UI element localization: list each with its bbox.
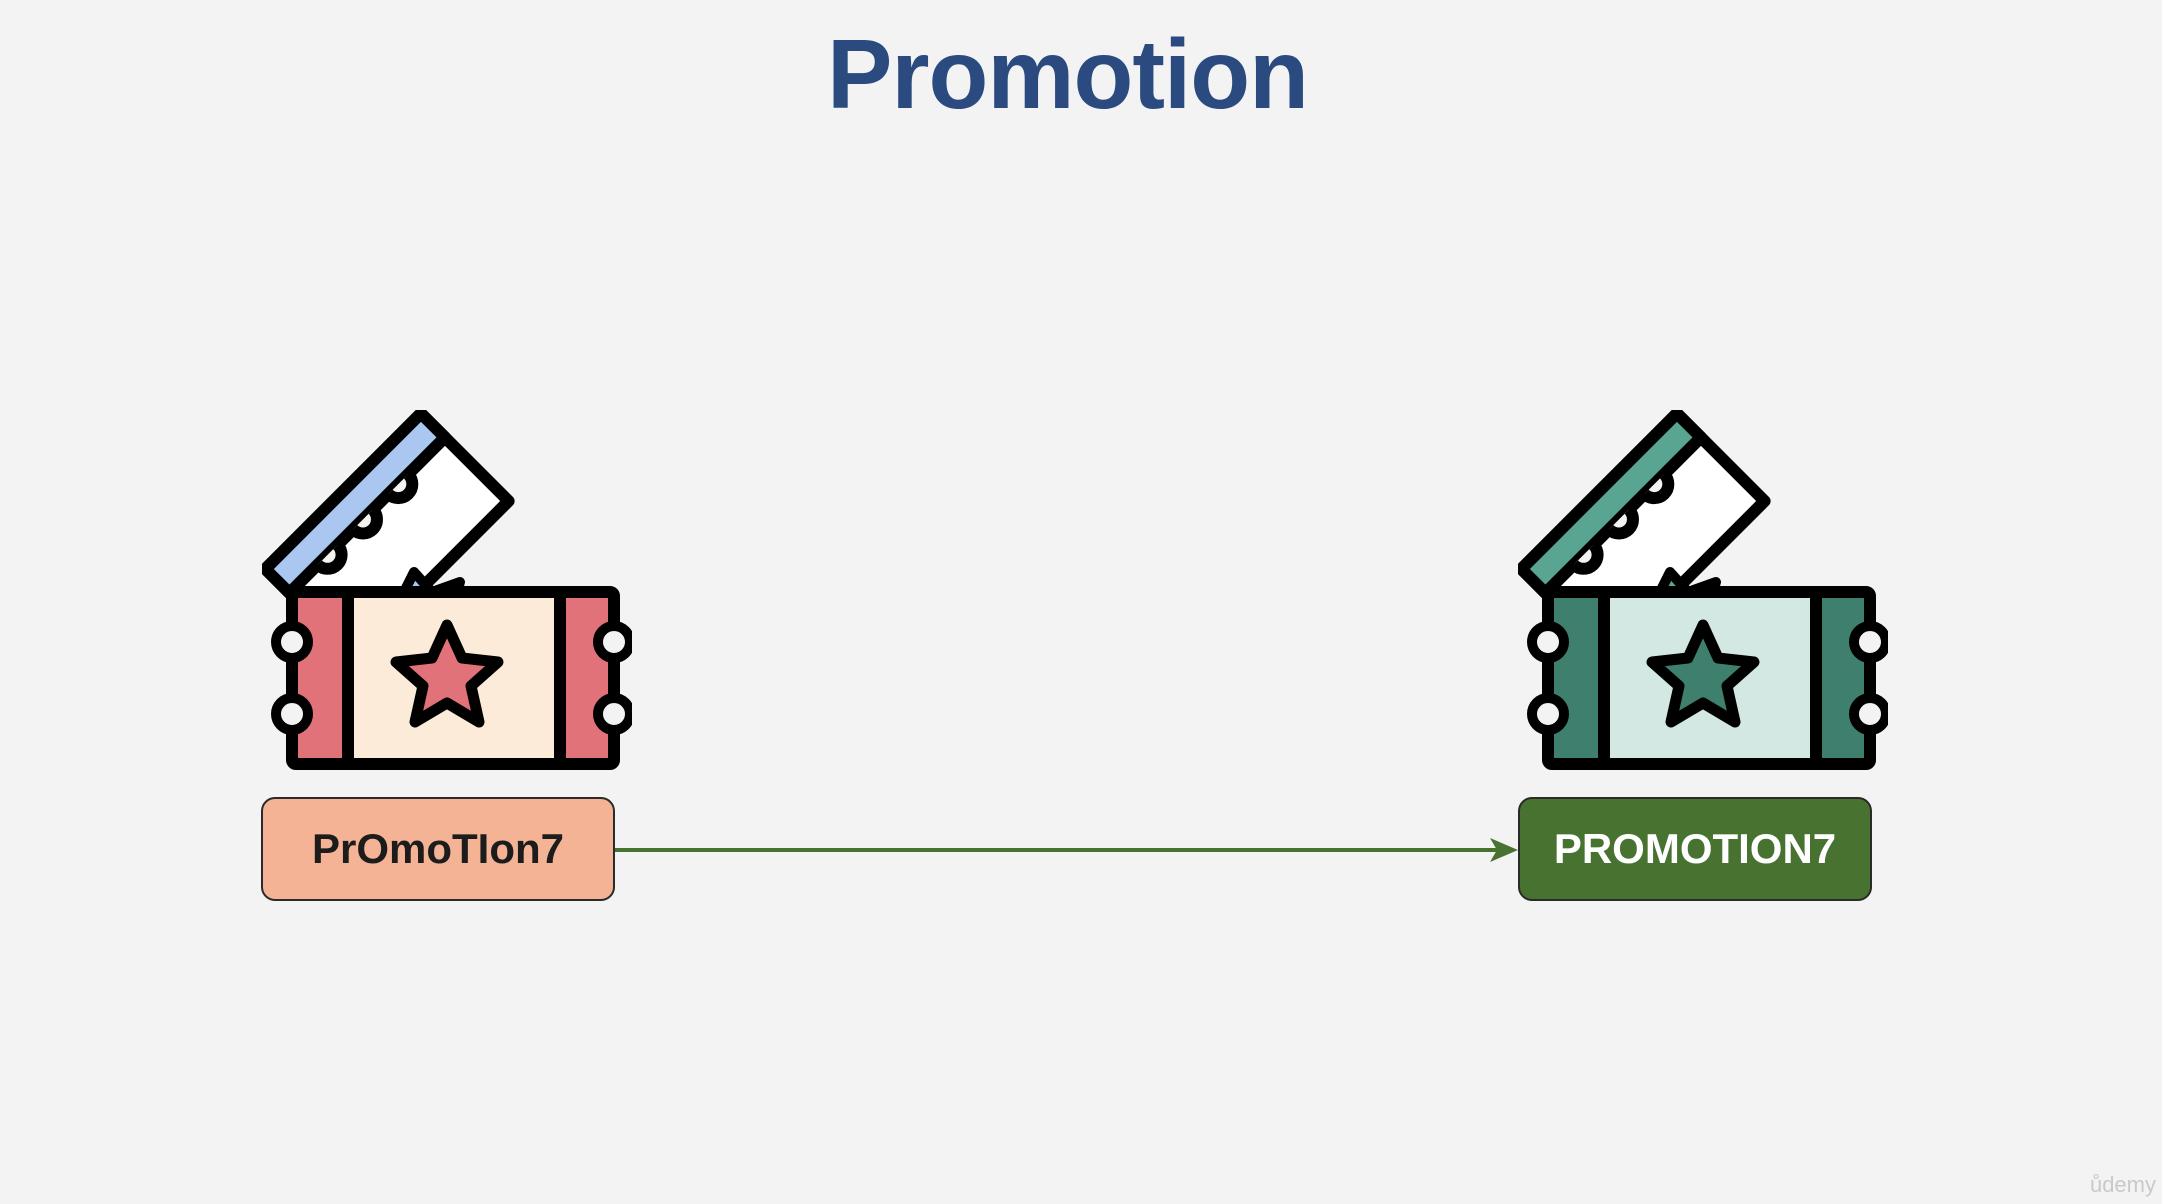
page-title: Promotion [827, 19, 1309, 129]
arrow-head [1490, 838, 1518, 862]
watermark: ůdemy [2089, 1172, 2156, 1197]
output-code-label: PROMOTION7 [1553, 825, 1837, 872]
input-code-label: PrOmoTIon7 [311, 825, 565, 872]
output-code-box: PROMOTION7 [1518, 797, 1872, 901]
tickets-icon [262, 410, 632, 780]
tickets-icon [1518, 410, 1888, 780]
transform-arrow [615, 838, 1518, 862]
input-code-box: PrOmoTIon7 [261, 797, 615, 901]
